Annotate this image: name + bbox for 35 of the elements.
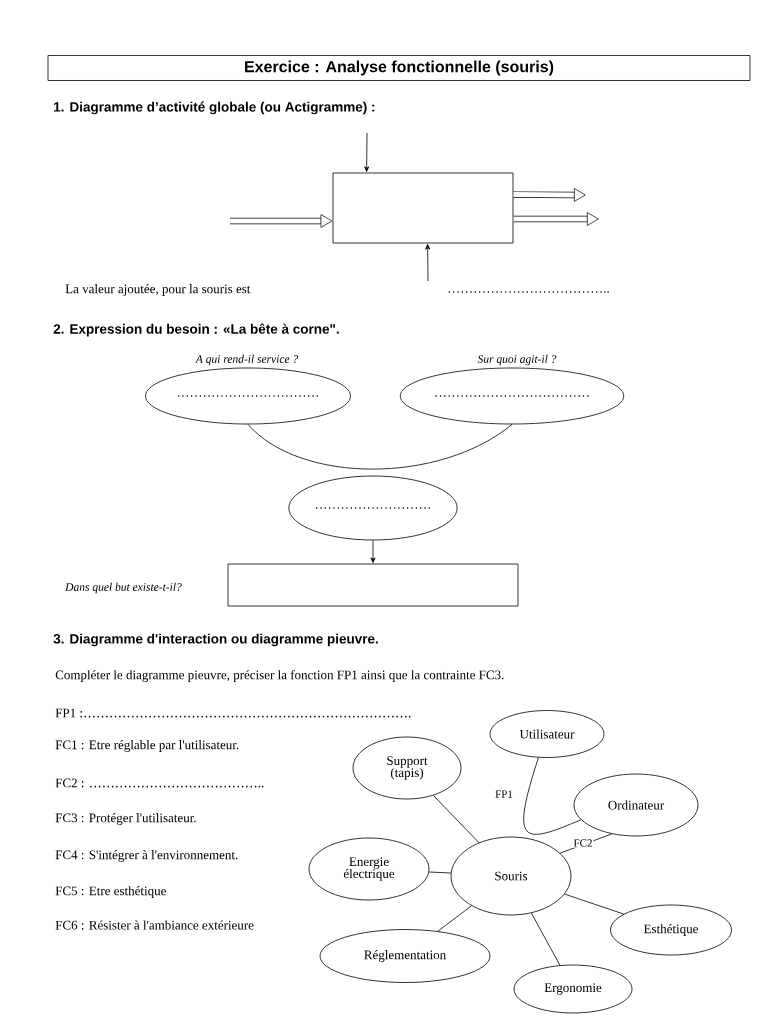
connector-line [564,893,625,915]
title-box: Exercice : Analyse fonctionnelle (souris) [47,55,751,81]
connector-curve [247,424,513,470]
edge-label: FP1 [494,789,514,799]
connector-line [437,905,472,932]
function-line: FC5 : Etre esthétique [55,886,166,898]
arrow [370,540,376,563]
section-heading: 3. Diagramme d'interaction ou diagramme pieuvre. [53,633,378,647]
answer-box [227,563,519,607]
edge-label: FC2 [572,838,594,848]
fill-in-dots: ……………………………….. [448,291,609,293]
arrow [364,132,370,172]
section-heading: 2. Expression du besoin : «La bête à corne". [53,323,339,337]
connector-line [428,871,452,874]
instruction-text: La valeur ajoutée, pour la souris est [65,284,251,296]
section-heading: 1. Diagramme d’activité globale (ou Actigramme) : [54,101,375,115]
hollow-arrow [513,188,586,202]
hollow-arrow [513,212,599,226]
question-text: A qui rend-il service ? [195,354,299,366]
function-box [332,172,514,244]
hollow-arrow [230,214,333,228]
connector-line [530,912,561,966]
function-line: FC4 : S'intégrer à l'environnement. [55,850,238,862]
connector-line [433,795,480,844]
function-line: FC1 : Etre réglable par l'utilisateur. [55,740,239,752]
function-line: FC2 : ………………………………….. [55,778,264,788]
question-text: Sur quoi agit-il ? [477,354,557,366]
instruction-text: Compléter le diagramme pieuvre, préciser la fonction FP1 ainsi que la contrainte FC3. [55,670,504,682]
function-line: FC3 : Protéger l'utilisateur. [55,813,196,825]
connector-curve [523,757,582,835]
arrow [425,244,431,282]
connector-line [559,833,613,854]
function-line: FC6 : Résister à l'ambiance extérieure [55,920,254,930]
question-text: Dans quel but existe-t-il? [65,582,182,594]
function-line: FP1 :…………………………………………………………………. [55,708,411,718]
